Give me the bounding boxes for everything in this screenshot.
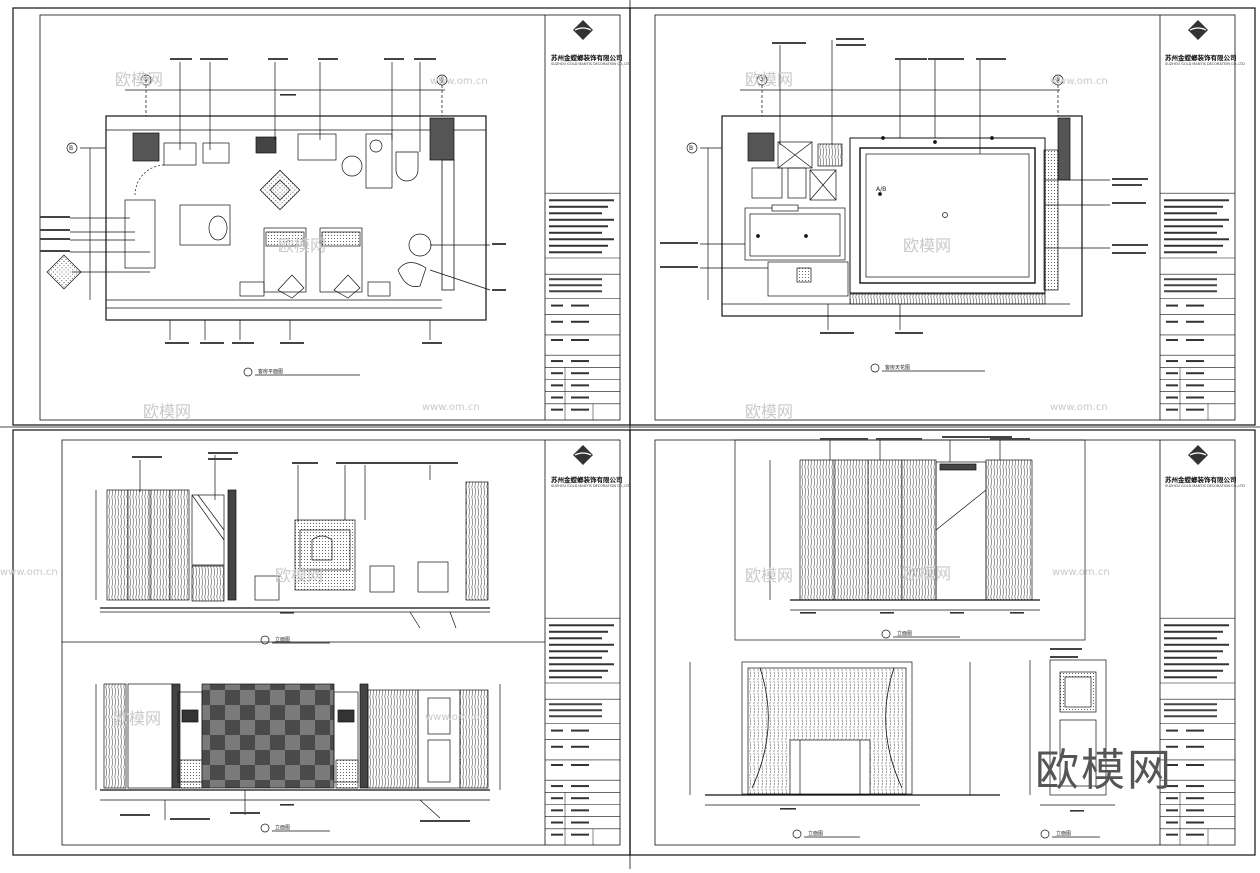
title-block — [545, 20, 620, 420]
company-logo-swoosh — [1189, 27, 1207, 31]
sheet-caption-plan: 客房平面图 — [258, 369, 284, 375]
title-block — [545, 445, 620, 845]
company-logo-icon — [573, 20, 593, 40]
sheet-caption-elevation: 立面图 — [808, 831, 824, 837]
title-block-company-name: 苏州金螳螂装饰有限公司 — [1165, 54, 1237, 62]
grid-bubble-label: ③ — [759, 76, 765, 83]
ceiling-plan-drawing — [686, 40, 1110, 373]
sheet-caption-elevation: 立面图 — [1056, 831, 1072, 837]
grid-bubble-label: ④ — [1055, 76, 1061, 83]
sheet-caption-elevation: 立面图 — [897, 631, 913, 637]
title-block-company-name: 苏州金螳螂装饰有限公司 — [1165, 476, 1237, 484]
company-logo-icon — [573, 445, 593, 465]
ceiling-section-mark: A/B — [876, 186, 887, 193]
title-block-company-sub: SUZHOU GOLD MANTIS DECORATION CO.,LTD — [551, 62, 631, 66]
sheet-caption-elevation: 立面图 — [275, 825, 291, 831]
floor-plan-drawing — [46, 62, 491, 377]
sheet-caption-ceiling: 客房天花图 — [885, 365, 911, 371]
grid-bubble-label: ④ — [439, 76, 445, 83]
title-block-company-sub: SUZHOU GOLD MANTIS DECORATION CO.,LTD — [1165, 484, 1245, 488]
title-block — [1160, 445, 1235, 845]
company-logo-swoosh — [574, 27, 592, 31]
grid-bubble-label: ⑥ — [143, 76, 149, 83]
sheet-caption-elevation: 立面图 — [275, 637, 291, 643]
title-block — [1160, 20, 1235, 420]
elevation-set-b-drawing — [689, 439, 1115, 839]
grid-bubble-label: B — [69, 145, 74, 152]
company-logo-icon — [1188, 20, 1208, 40]
title-block-company-sub: SUZHOU GOLD MANTIS DECORATION CO.,LTD — [1165, 62, 1245, 66]
company-logo-swoosh — [1189, 452, 1207, 456]
title-blocks — [545, 20, 1235, 845]
annotation-text-lines — [40, 38, 1148, 822]
big-watermark-logo: 欧模网 — [1035, 745, 1173, 796]
title-block-company-sub: SUZHOU GOLD MANTIS DECORATION CO.,LTD — [551, 484, 631, 488]
company-logo-swoosh — [574, 452, 592, 456]
elevation-set-a-drawing — [62, 455, 545, 833]
title-block-company-name: 苏州金螳螂装饰有限公司 — [551, 476, 623, 484]
title-block-company-name: 苏州金螳螂装饰有限公司 — [551, 54, 623, 62]
company-logo-icon — [1188, 445, 1208, 465]
grid-bubble-label: B — [689, 145, 694, 152]
